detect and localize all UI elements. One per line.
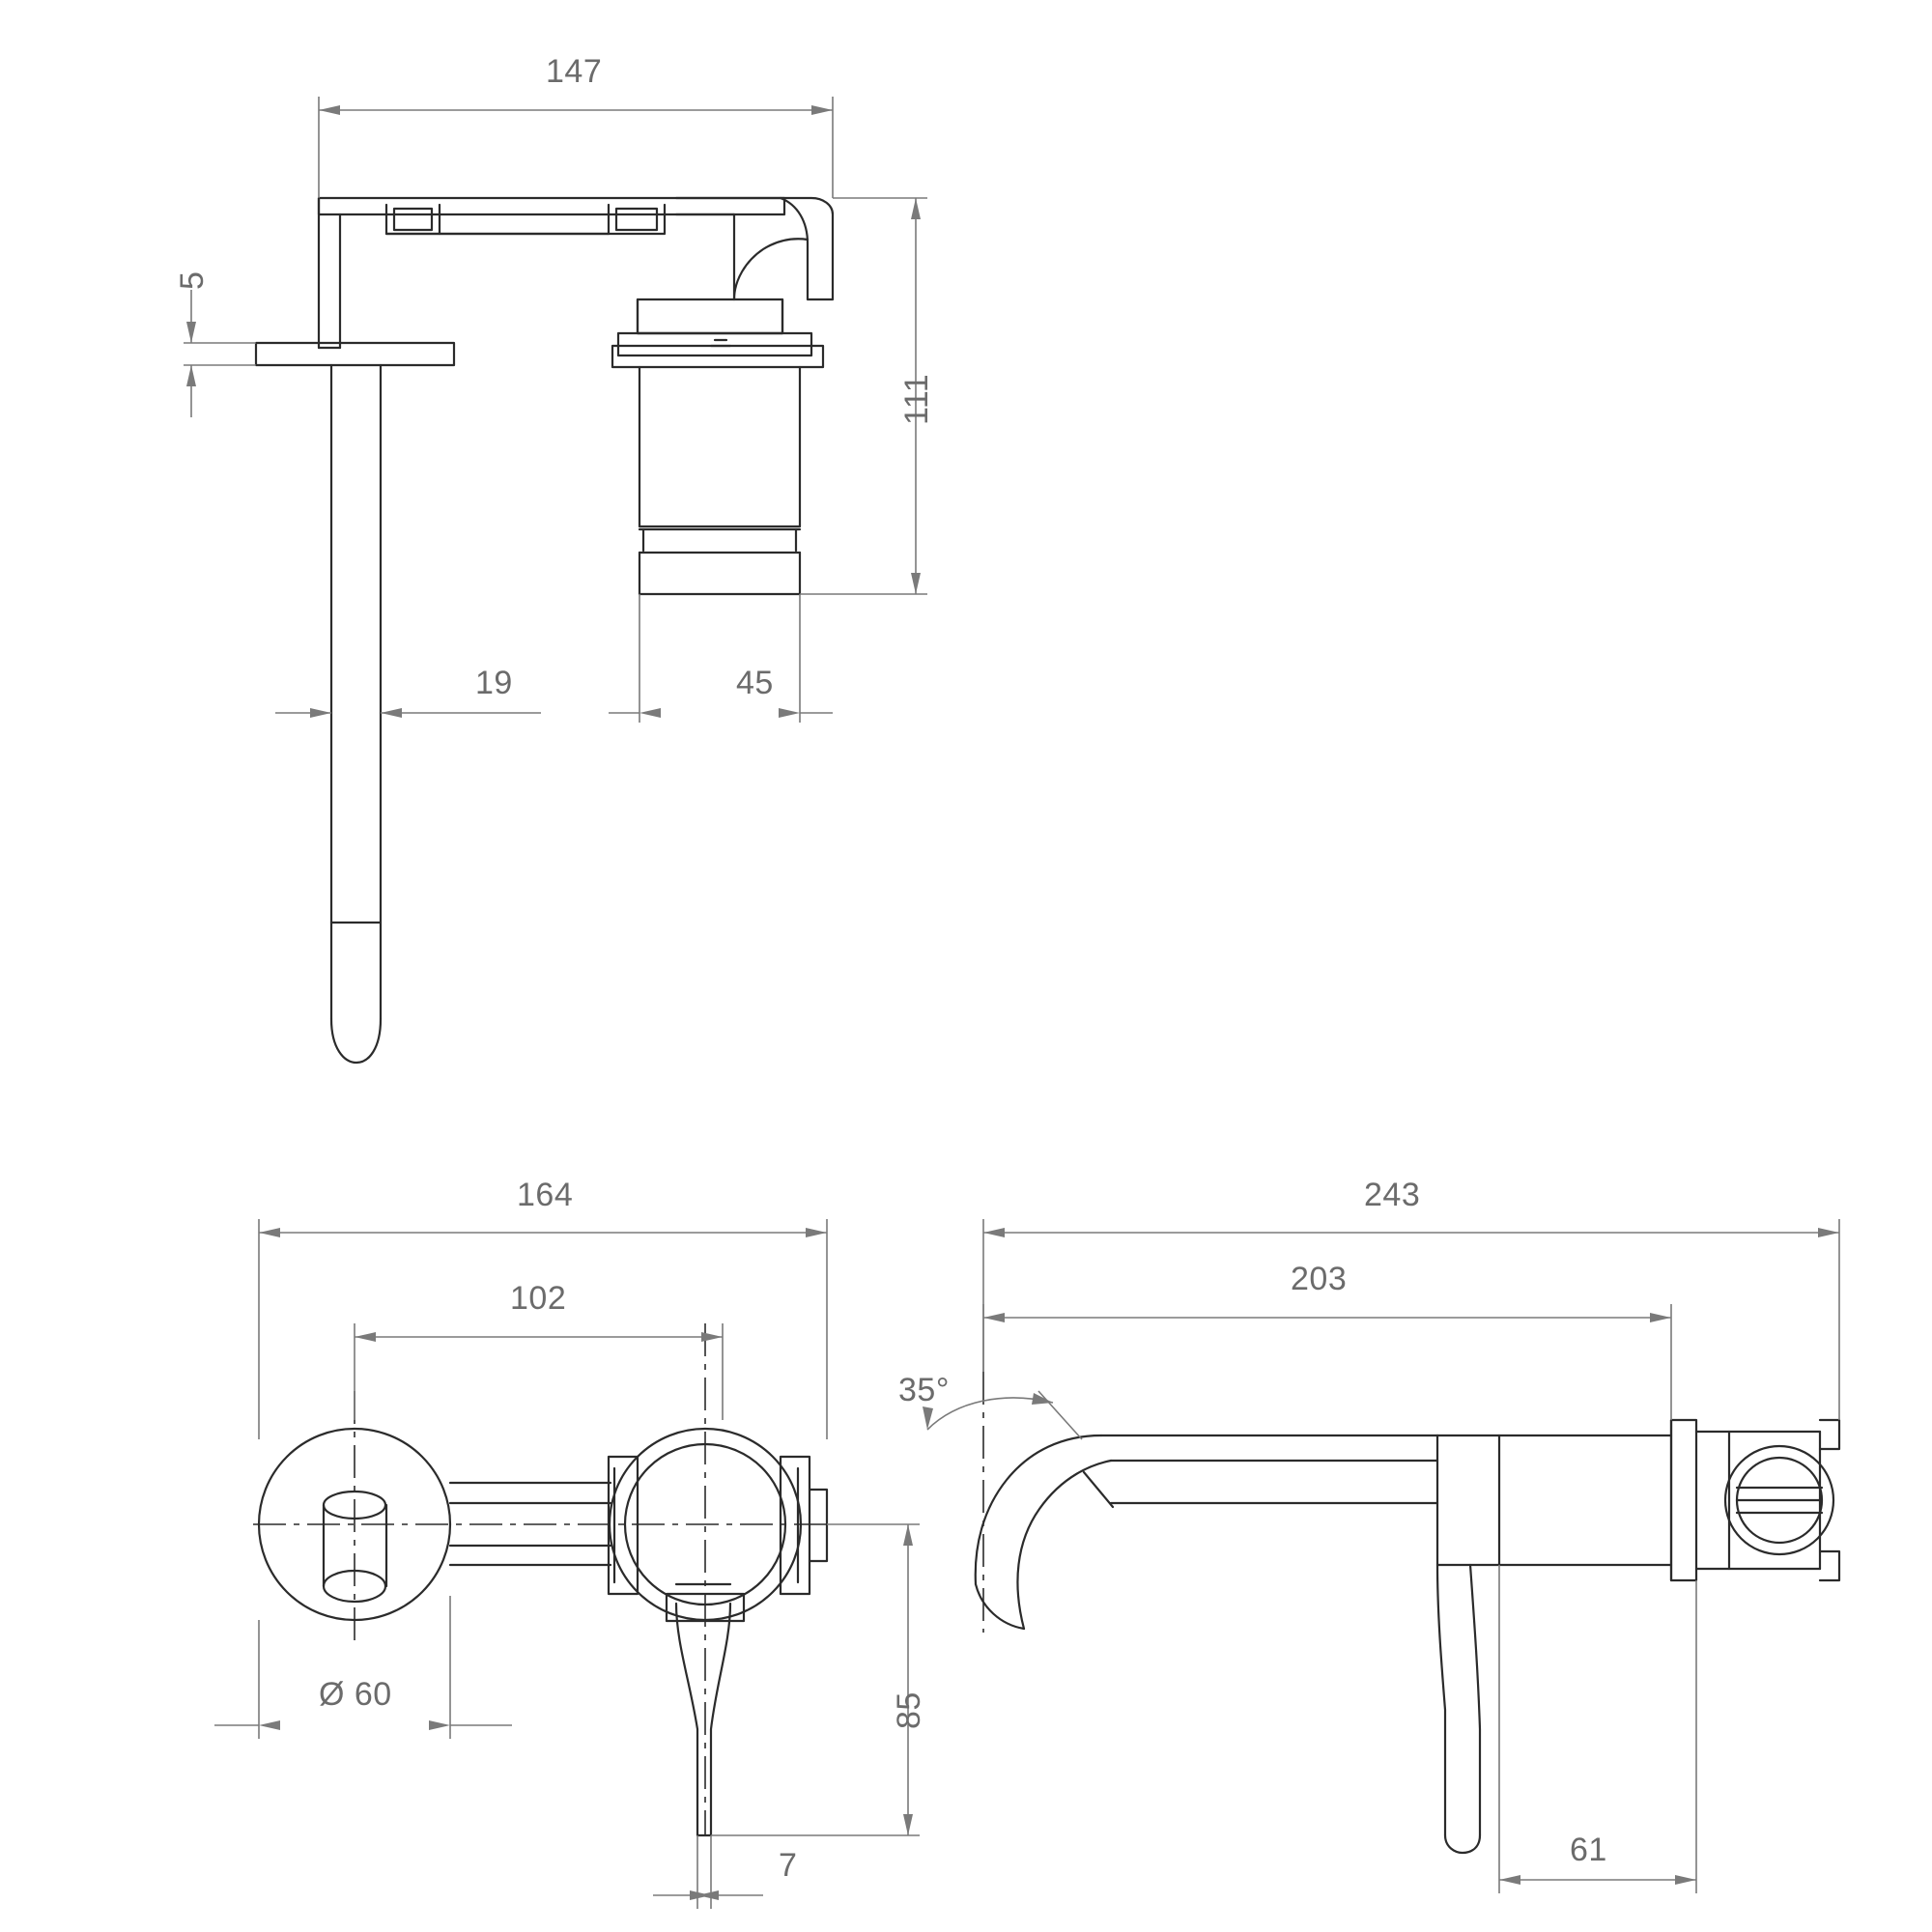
dim-top-height: 111: [898, 373, 935, 425]
dim-front-center-distance: 102: [510, 1280, 567, 1317]
dim-side-spout-length: 203: [1291, 1261, 1348, 1297]
dim-mixer-body-dia: 45: [736, 665, 774, 701]
dim-front-plate-dia: Ø 60: [319, 1676, 392, 1713]
dim-front-handle-height: 85: [891, 1691, 927, 1729]
front-view-geometry: [257, 1427, 829, 1837]
dim-front-overall-width: 164: [517, 1177, 574, 1213]
dim-top-width: 147: [546, 53, 603, 90]
dim-side-overall-length: 243: [1364, 1177, 1421, 1213]
dim-front-handle-width: 7: [779, 1847, 798, 1884]
dim-side-body-length: 61: [1570, 1832, 1607, 1868]
top-view-geometry: [254, 196, 835, 1065]
dim-top-plate-thickness: 5: [174, 270, 211, 290]
dimension-lines: [184, 97, 1840, 1909]
centerlines: [253, 1323, 984, 1835]
side-view-geometry: [974, 1418, 1841, 1855]
dim-side-angle: 35°: [898, 1372, 950, 1408]
dim-spout-tube-dia: 19: [475, 665, 513, 701]
